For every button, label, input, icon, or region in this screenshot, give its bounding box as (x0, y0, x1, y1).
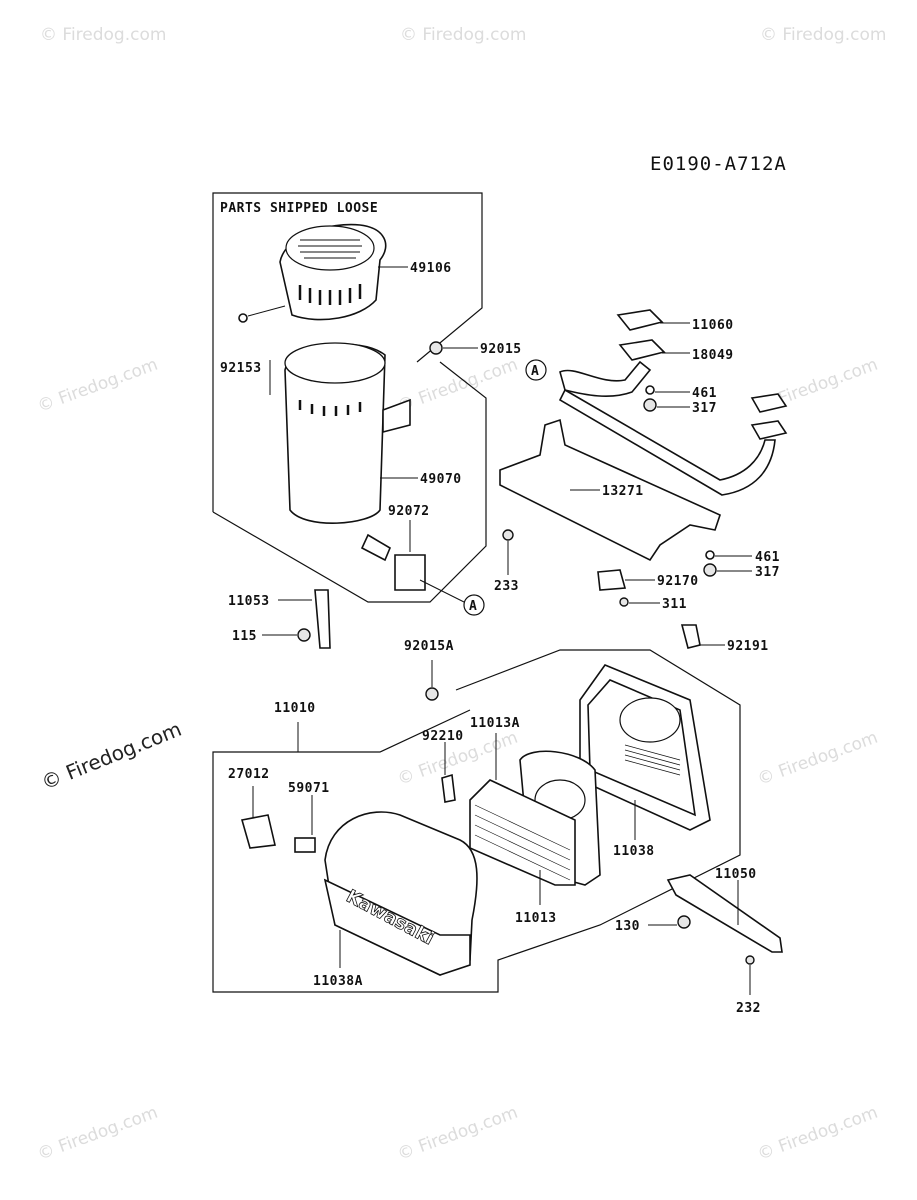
gasket (750, 393, 788, 413)
gasket (616, 309, 664, 331)
gasket (618, 339, 666, 361)
part-label-92191: 92191 (727, 639, 769, 654)
part-label-11038: 11038 (613, 844, 655, 859)
air-cleaner-base (579, 664, 711, 831)
part-label-311: 311 (662, 597, 687, 612)
part-label-232: 232 (736, 1001, 761, 1016)
breather-hose (680, 624, 701, 649)
nut (703, 563, 717, 577)
gasket (750, 420, 788, 440)
nut (429, 341, 443, 355)
watermark: © Firedog.com (755, 1103, 881, 1165)
nut (619, 597, 629, 607)
watermark: © Firedog.com (35, 1103, 161, 1165)
bracket (314, 589, 331, 649)
part-label-11060: 11060 (692, 318, 734, 333)
part-label-13271: 13271 (602, 484, 644, 499)
part-label-92072: 92072 (388, 504, 430, 519)
part-label-59071: 59071 (288, 781, 330, 796)
watermark: © Firedog.com (400, 25, 526, 45)
watermark: © Firedog.com (40, 25, 166, 45)
part-label-233: 233 (494, 579, 519, 594)
clamp (394, 554, 426, 591)
part-label-317: 317 (755, 565, 780, 580)
muffler-guard (279, 223, 387, 321)
bolt (297, 628, 311, 642)
exhaust-pipe-body (558, 388, 776, 496)
ref-marker (525, 359, 547, 381)
part-label-317: 317 (692, 401, 717, 416)
part-label-11038A: 11038A (313, 974, 363, 989)
part-label-461: 461 (755, 550, 780, 565)
bolt (502, 529, 514, 541)
nut (425, 687, 439, 701)
watermark: © Firedog.com (35, 355, 161, 417)
knob (294, 837, 316, 853)
part-label-92153: 92153 (220, 361, 262, 376)
bolt (677, 915, 691, 929)
part-label-92015: 92015 (480, 342, 522, 357)
muffler (284, 342, 411, 562)
part-label-11053: 11053 (228, 594, 270, 609)
ref-marker (463, 594, 485, 616)
part-label-49106: 49106 (410, 261, 452, 276)
strap (240, 814, 276, 849)
part-label-92210: 92210 (422, 729, 464, 744)
leader-line (247, 305, 286, 317)
part-label-92015A: 92015A (404, 639, 454, 654)
exhaust-bracket (499, 418, 721, 562)
screw (238, 313, 248, 323)
leader-line (419, 579, 465, 603)
air-cleaner-cover: Kawasaki (323, 811, 478, 976)
watermark: © Firedog.com (395, 1103, 521, 1165)
watermark: © Firedog.com (760, 25, 886, 45)
drawing-code: E0190-A712A (650, 153, 787, 175)
box-title: PARTS SHIPPED LOOSE (220, 201, 378, 216)
ref-marker-label: A (469, 599, 477, 614)
part-label-115: 115 (232, 629, 257, 644)
clip (441, 773, 456, 803)
washer (645, 385, 655, 395)
watermark-prominent: © Firedog.com (38, 717, 185, 795)
air-cleaner-frame (212, 649, 741, 993)
watermark: © Firedog.com (395, 355, 521, 417)
part-label-461: 461 (692, 386, 717, 401)
part-label-92170: 92170 (657, 574, 699, 589)
part-label-49070: 49070 (420, 472, 462, 487)
mounting-bracket (666, 874, 783, 953)
part-label-11013: 11013 (515, 911, 557, 926)
part-label-11010: 11010 (274, 701, 316, 716)
part-label-11050: 11050 (715, 867, 757, 882)
part-label-11013A: 11013A (470, 716, 520, 731)
loose-parts-frame (212, 192, 483, 512)
exhaust-pipe (559, 360, 652, 397)
watermark-layer: © Firedog.com © Firedog.com © Firedog.co… (35, 25, 887, 1165)
screw (745, 955, 755, 965)
loose-parts-frame-lower (212, 361, 487, 603)
part-label-130: 130 (615, 919, 640, 934)
nut (643, 398, 657, 412)
part-label-27012: 27012 (228, 767, 270, 782)
ref-marker-label: A (531, 364, 539, 379)
watermark: © Firedog.com (755, 728, 881, 790)
part-label-18049: 18049 (692, 348, 734, 363)
clamp (597, 569, 627, 591)
washer (705, 550, 715, 560)
